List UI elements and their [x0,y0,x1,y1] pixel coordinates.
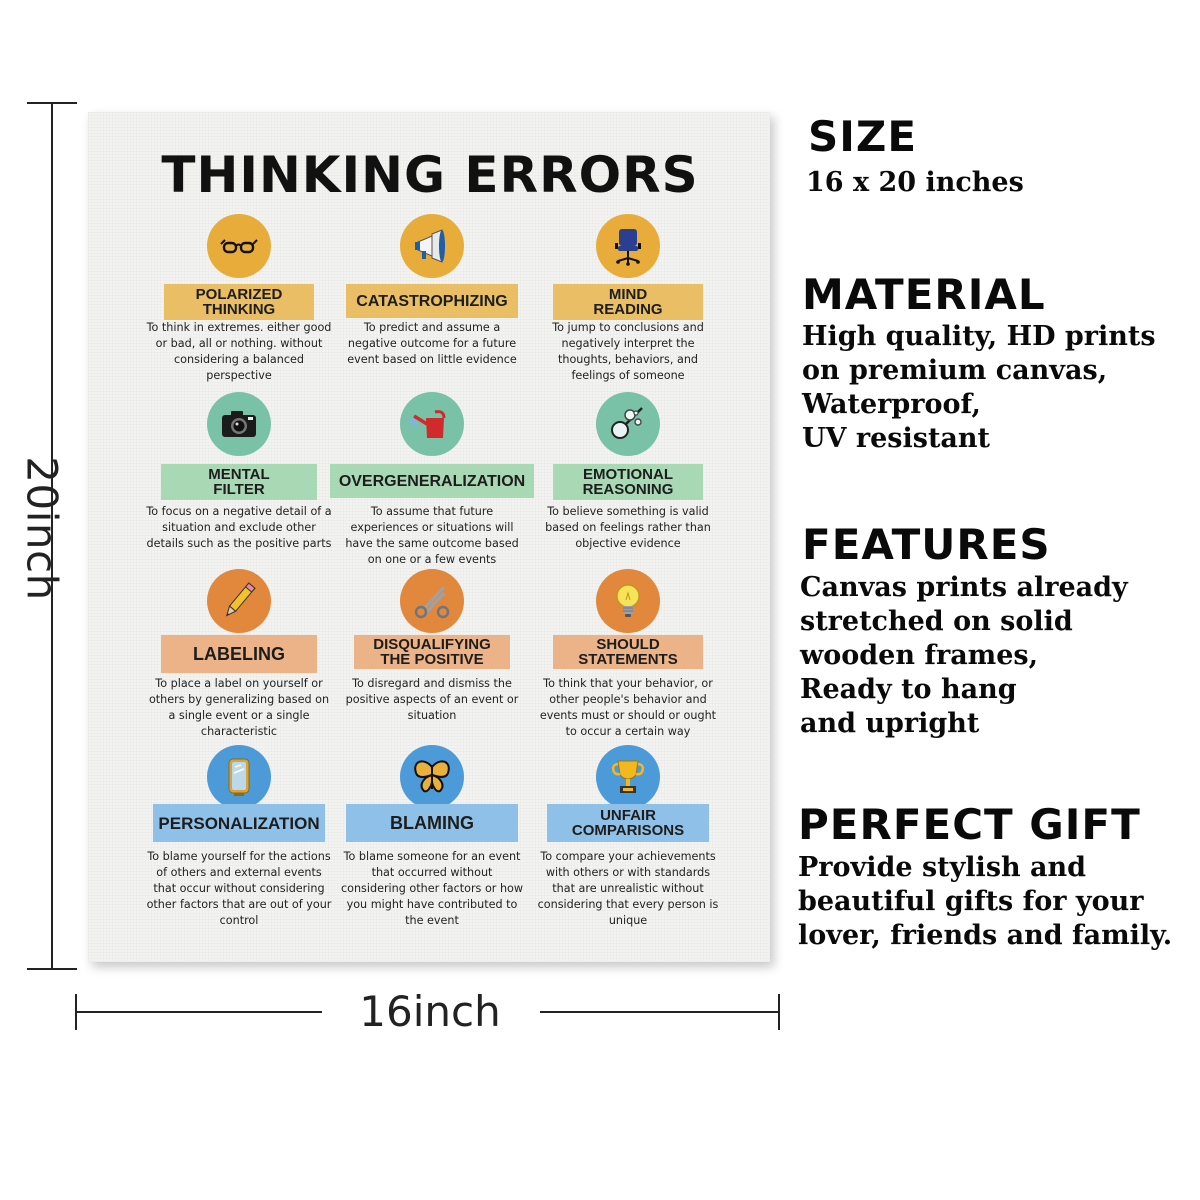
body-line: stretched on solid [800,606,1073,637]
item-description: To focus on a negative detail of a situa… [146,505,332,550]
body-line: and upright [800,708,980,739]
item-description: To place a label on yourself or others b… [148,677,330,738]
butterfly-icon [400,745,464,809]
height-dimension-bottom-cap [27,968,77,970]
item-description: To blame yourself for the actions of oth… [146,850,332,927]
item-description: To think that your behavior, or other pe… [539,677,717,738]
item-title-banner: POLARIZED THINKING [164,284,314,320]
item-description: To compare your achievements with others… [537,850,719,927]
width-dimension-right-cap [778,994,780,1030]
item-description: To assume that future experiences or sit… [345,505,519,566]
watering-can-icon [400,392,464,456]
megaphone-icon [400,214,464,278]
body-line: Canvas prints already [800,572,1128,603]
trophy-icon [596,745,660,809]
item-title-banner: EMOTIONAL REASONING [553,464,703,500]
scissors-icon [400,569,464,633]
width-dimension-left-cap [75,994,77,1030]
height-dimension-line [51,102,53,970]
poster-title: THINKING ERRORS [161,146,699,204]
item-title-banner: UNFAIR COMPARISONS [547,804,709,842]
item-description: To jump to conclusions and negatively in… [552,321,704,382]
bubble-wand-icon [596,392,660,456]
glasses-icon [207,214,271,278]
width-dimension-line-left [76,1011,322,1013]
body-line: UV resistant [802,423,991,454]
features-heading: FEATURES [802,520,1051,569]
body-line: lover, friends and family. [798,920,1173,951]
light-bulb-icon [596,569,660,633]
width-dimension-label: 16inch [359,987,501,1036]
perfect-gift-heading: PERFECT GIFT [798,800,1141,849]
item-title-banner: MENTAL FILTER [161,464,317,500]
size-body: 16 x 20 inches [806,166,1024,200]
body-line: Ready to hang [800,674,1017,705]
mirror-icon [207,745,271,809]
camera-icon [207,392,271,456]
item-title-banner: SHOULD STATEMENTS [553,635,703,669]
body-line: Waterproof, [802,389,981,420]
item-title-banner: CATASTROPHIZING [346,284,518,318]
item-title-banner: OVERGENERALIZATION [330,464,534,498]
body-line: wooden frames, [800,640,1039,671]
body-line: 16 x 20 inches [806,167,1024,198]
pencil-icon [207,569,271,633]
body-line: beautiful gifts for your [798,886,1144,917]
item-title-banner: MIND READING [553,284,703,320]
item-description: To disregard and dismiss the positive as… [345,677,519,722]
item-description: To blame someone for an event that occur… [340,850,524,927]
body-line: on premium canvas, [802,355,1108,386]
office-chair-icon [596,214,660,278]
body-line: High quality, HD prints [802,321,1156,352]
item-description: To predict and assume a negative outcome… [347,321,517,366]
material-heading: MATERIAL [802,270,1046,319]
item-description: To believe something is valid based on f… [545,505,711,550]
item-description: To think in extremes. either good or bad… [146,321,332,382]
height-dimension-label: 20inch [17,456,67,601]
item-title-banner: LABELING [161,635,317,673]
size-heading: SIZE [808,112,918,161]
item-title-banner: DISQUALIFYING THE POSITIVE [354,635,510,669]
width-dimension-line-right [540,1011,780,1013]
height-dimension-top-cap [27,102,77,104]
body-line: Provide stylish and [798,852,1087,883]
item-title-banner: PERSONALIZATION [153,804,325,842]
item-title-banner: BLAMING [346,804,518,842]
